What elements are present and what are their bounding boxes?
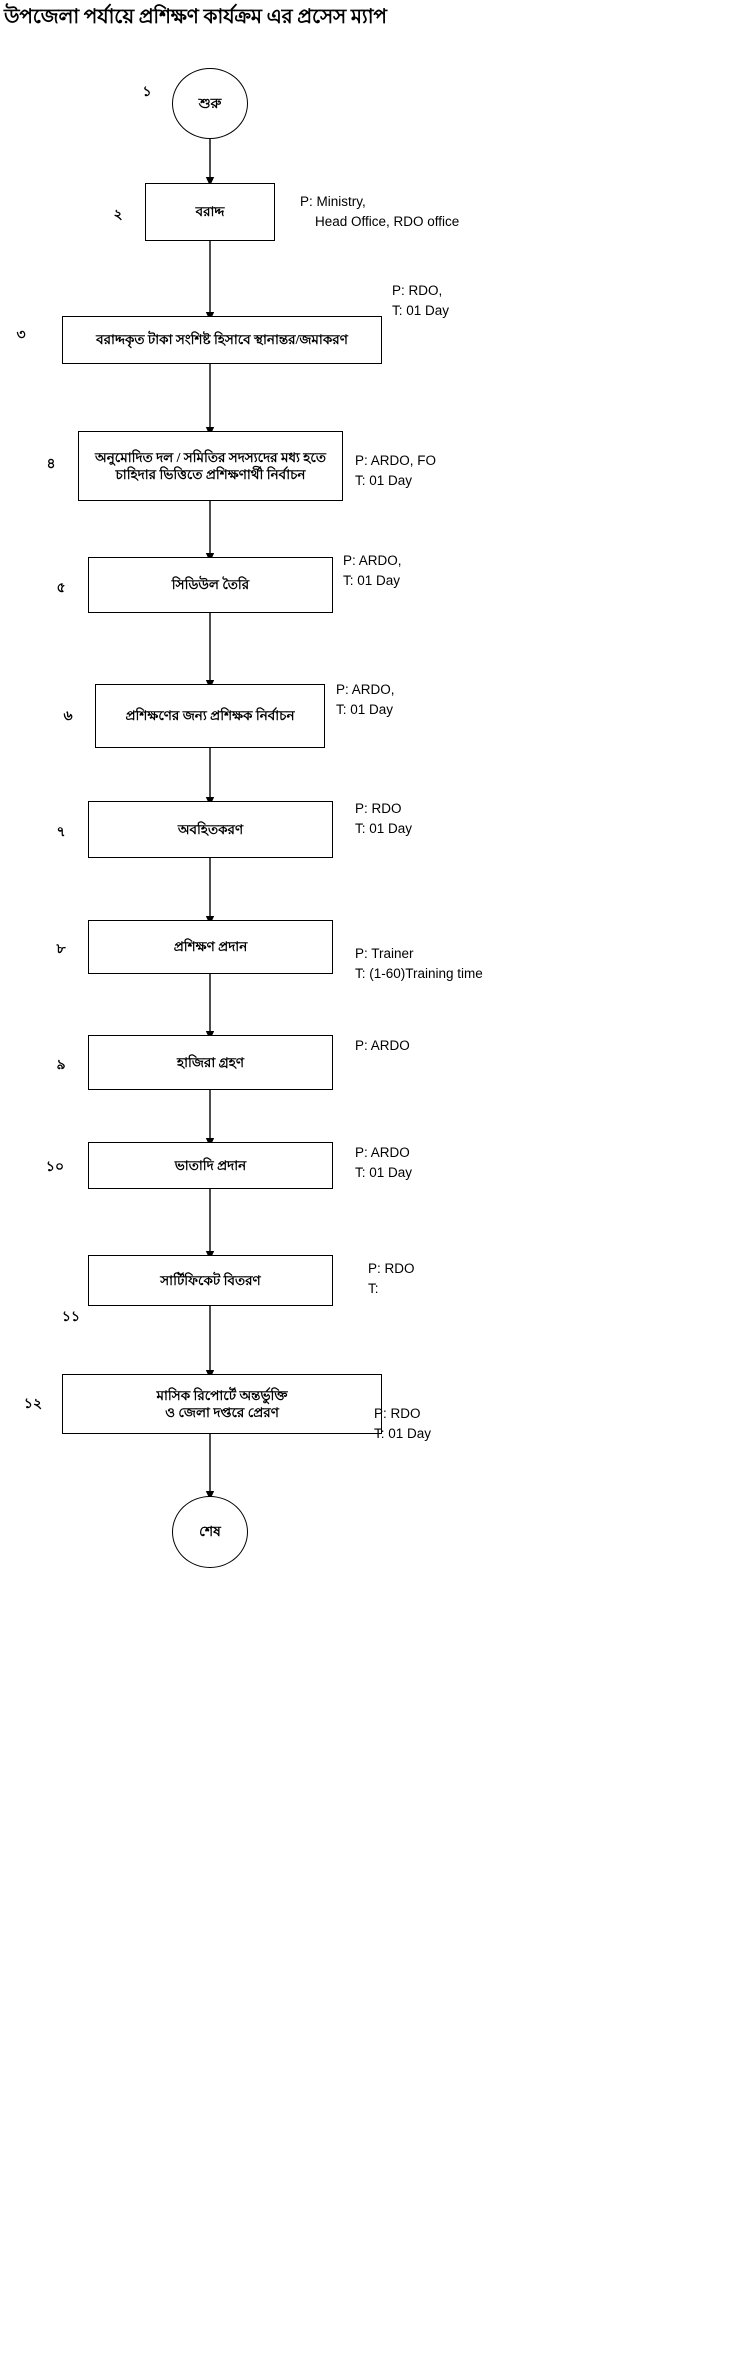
step-number-8: ৮: [56, 942, 66, 957]
annotation-step-2: P: Ministry, Head Office, RDO office: [300, 192, 459, 231]
node-end-label: শেষ: [199, 1525, 221, 1540]
annotation-step-2-performer-line2: Head Office, RDO office: [315, 213, 460, 229]
step-number-6: ৬: [63, 709, 73, 724]
annotation-step-9-performer: P: ARDO: [355, 1038, 410, 1053]
page-title: উপজেলা পর্যায়ে প্রশিক্ষণ কার্যক্রম এর প…: [4, 6, 387, 28]
node-step-2[interactable]: বরাদ্দ: [145, 183, 275, 241]
node-step-2-label: বরাদ্দ: [195, 204, 225, 220]
annotation-step-3: P: RDO, T: 01 Day: [392, 281, 449, 320]
annotation-step-6-time: T: 01 Day: [336, 701, 394, 717]
node-step-11-label: সার্টিফিকেট বিতরণ: [160, 1272, 261, 1288]
annotation-step-3-time: T: 01 Day: [392, 302, 450, 318]
annotation-step-5-performer: P: ARDO,: [343, 553, 402, 568]
annotation-step-8-time: T: (1-60)Training time: [355, 965, 483, 981]
annotation-step-11-time: T:: [368, 1280, 379, 1296]
annotation-step-7: P: RDO T: 01 Day: [355, 799, 412, 838]
step-number-10: ১০: [45, 1160, 65, 1175]
step-number-2: ২: [113, 208, 123, 223]
node-step-5-label: সিডিউল তৈরি: [171, 577, 250, 593]
node-step-7[interactable]: অবহিতকরণ: [88, 801, 333, 858]
step-number-9: ৯: [56, 1058, 66, 1073]
node-step-11[interactable]: সার্টিফিকেট বিতরণ: [88, 1255, 333, 1306]
node-start-label: শুরু: [198, 96, 222, 112]
step-number-7: ৭: [56, 825, 66, 840]
node-step-4[interactable]: অনুমোদিত দল / সমিতির সদস্যদের মধ্য হতে চ…: [78, 431, 343, 501]
node-step-12-label-line2: ও জেলা দপ্তরে প্রেরণ: [165, 1405, 279, 1420]
node-step-12-label: মাসিক রিপোর্টে অন্তর্ভুক্তি: [156, 1387, 288, 1403]
node-step-9-label: হাজিরা গ্রহণ: [176, 1054, 245, 1070]
annotation-step-4: P: ARDO, FO T: 01 Day: [355, 451, 436, 490]
step-number-4: ৪: [46, 457, 56, 472]
annotation-step-4-performer: P: ARDO, FO: [355, 453, 437, 468]
annotation-step-12-time: T: 01 Day: [374, 1425, 432, 1441]
annotation-step-5: P: ARDO, T: 01 Day: [343, 551, 402, 590]
annotation-step-7-performer: P: RDO: [355, 801, 402, 816]
annotation-step-12-performer: P: RDO: [374, 1406, 421, 1421]
node-step-3[interactable]: বরাদ্দকৃত টাকা সংশিষ্ট হিসাবে স্থানান্তর…: [62, 316, 382, 364]
node-step-3-label: বরাদ্দকৃত টাকা সংশিষ্ট হিসাবে স্থানান্তর…: [96, 332, 348, 348]
annotation-step-7-time: T: 01 Day: [355, 820, 413, 836]
annotation-step-6-performer: P: ARDO,: [336, 682, 395, 697]
annotation-step-9: P: ARDO: [355, 1036, 410, 1056]
annotation-step-3-performer: P: RDO,: [392, 283, 443, 298]
annotation-step-11: P: RDO T:: [368, 1259, 415, 1298]
node-step-9[interactable]: হাজিরা গ্রহণ: [88, 1035, 333, 1090]
node-step-5[interactable]: সিডিউল তৈরি: [88, 557, 333, 613]
annotation-step-4-time: T: 01 Day: [355, 472, 413, 488]
annotation-step-8-performer: P: Trainer: [355, 946, 414, 961]
step-number-1: ১: [142, 85, 152, 100]
annotation-step-10-time: T: 01 Day: [355, 1164, 413, 1180]
node-step-6[interactable]: প্রশিক্ষণের জন্য প্রশিক্ষক নির্বাচন: [95, 684, 325, 748]
annotation-step-10: P: ARDO T: 01 Day: [355, 1143, 412, 1182]
node-start[interactable]: শুরু: [172, 68, 248, 139]
node-step-12[interactable]: মাসিক রিপোর্টে অন্তর্ভুক্তি ও জেলা দপ্তর…: [62, 1374, 382, 1434]
node-step-10[interactable]: ভাতাদি প্রদান: [88, 1142, 333, 1189]
node-step-8[interactable]: প্রশিক্ষণ প্রদান: [88, 920, 333, 974]
annotation-step-10-performer: P: ARDO: [355, 1145, 410, 1160]
annotation-step-11-performer: P: RDO: [368, 1261, 415, 1276]
annotation-step-2-performer: P: Ministry,: [300, 194, 366, 209]
node-end[interactable]: শেষ: [172, 1496, 248, 1568]
node-step-10-label: ভাতাদি প্রদান: [174, 1157, 247, 1173]
step-number-3: ৩: [16, 328, 26, 343]
node-step-4-label: অনুমোদিত দল / সমিতির সদস্যদের মধ্য হতে: [95, 449, 326, 465]
annotation-step-5-time: T: 01 Day: [343, 572, 401, 588]
node-step-6-label: প্রশিক্ষণের জন্য প্রশিক্ষক নির্বাচন: [125, 708, 295, 724]
step-number-11: ১১: [61, 1310, 81, 1325]
annotation-step-12: P: RDO T: 01 Day: [374, 1404, 431, 1443]
annotation-step-6: P: ARDO, T: 01 Day: [336, 680, 395, 719]
step-number-5: ৫: [56, 581, 66, 596]
step-number-12: ১২: [23, 1397, 43, 1412]
node-step-7-label: অবহিতকরণ: [177, 821, 244, 837]
annotation-step-8: P: Trainer T: (1-60)Training time: [355, 944, 483, 983]
node-step-8-label: প্রশিক্ষণ প্রদান: [173, 939, 248, 955]
node-step-4-label-line2: চাহিদার ভিত্তিতে প্রশিক্ষণার্থী নির্বাচন: [115, 467, 306, 482]
